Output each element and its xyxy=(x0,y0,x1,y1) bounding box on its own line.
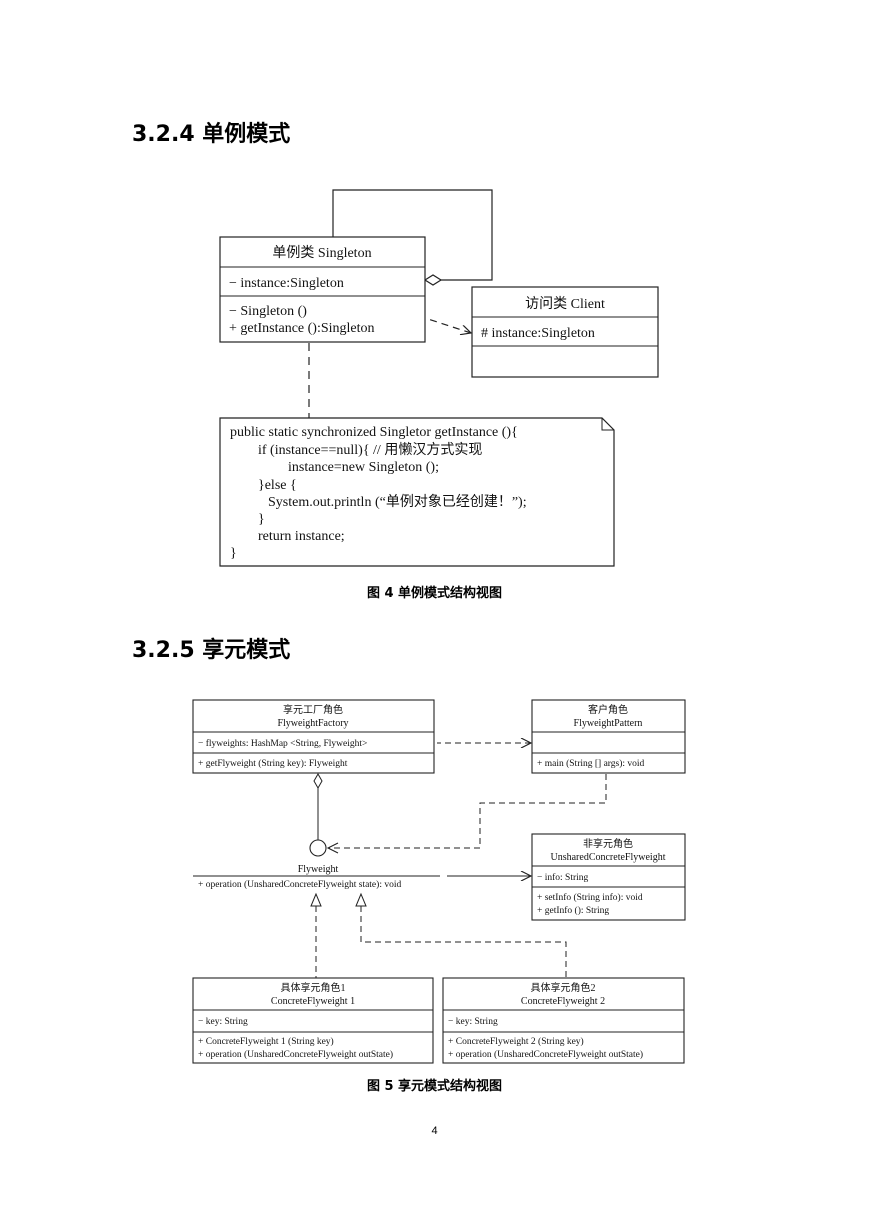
factory-name: FlyweightFactory xyxy=(277,718,348,729)
unshared-class-box: 非享元角色 UnsharedConcreteFlyweight − info: … xyxy=(531,833,686,921)
code-line: }else { xyxy=(258,478,297,493)
aggregation-diamond xyxy=(313,772,323,790)
code-line: System.out.println (“单例对象已经创建！”); xyxy=(268,494,527,510)
client-role: 客户角色 xyxy=(588,703,628,716)
concrete2-name: ConcreteFlyweight 2 xyxy=(521,996,605,1007)
flyweight-operation: + operation (UnsharedConcreteFlyweight s… xyxy=(198,879,401,890)
singleton-operation: + getInstance ():Singleton xyxy=(229,321,375,336)
concrete1-attribute: − key: String xyxy=(198,1017,248,1027)
code-line: } xyxy=(258,512,265,527)
figure-caption: 图 5 享元模式结构视图 xyxy=(366,1079,503,1094)
page-number: 4 xyxy=(431,1125,438,1137)
client-attribute: # instance:Singleton xyxy=(481,326,595,341)
factory-class-box: 享元工厂角色 FlyweightFactory − flyweights: Ha… xyxy=(192,699,435,774)
flyweight-diagram: 享元工厂角色 FlyweightFactory − flyweights: Ha… xyxy=(192,699,686,1064)
unshared-operation: + setInfo (String info): void xyxy=(537,892,643,903)
unshared-name: UnsharedConcreteFlyweight xyxy=(551,852,666,863)
singleton-diagram: 单例类 Singleton − instance:Singleton − Sin… xyxy=(219,189,659,567)
client-class-name: 访问类 Client xyxy=(525,296,605,312)
concrete2-role: 具体享元角色2 xyxy=(531,981,596,994)
singleton-operation: − Singleton () xyxy=(229,304,307,319)
code-line: return instance; xyxy=(258,529,345,544)
figure-caption: 图 4 单例模式结构视图 xyxy=(366,586,503,601)
client-class-box: 访问类 Client # instance:Singleton xyxy=(471,286,659,378)
dependency-path xyxy=(329,774,607,849)
code-line: instance=new Singleton (); xyxy=(288,460,439,475)
client-operation: + main (String [] args): void xyxy=(537,758,645,769)
section-heading-flyweight: 3.2.5 享元模式 xyxy=(132,638,291,663)
dependency-arrowhead xyxy=(326,842,339,854)
aggregation-diamond xyxy=(423,274,443,286)
unshared-operation: + getInfo (): String xyxy=(537,905,609,916)
client-name: FlyweightPattern xyxy=(574,718,643,729)
self-association-line xyxy=(332,189,493,281)
flyweight-name: Flyweight xyxy=(298,864,339,875)
code-line: } xyxy=(230,546,237,561)
singleton-class-name: 单例类 Singleton xyxy=(272,245,371,261)
flyweight-client-class-box: 客户角色 FlyweightPattern + main (String [] … xyxy=(531,699,686,774)
section-heading-singleton: 3.2.4 单例模式 xyxy=(132,122,291,147)
singleton-attribute: − instance:Singleton xyxy=(229,276,344,291)
concrete2-operation: + operation (UnsharedConcreteFlyweight o… xyxy=(448,1049,643,1060)
concrete1-class-box: 具体享元角色1 ConcreteFlyweight 1 − key: Strin… xyxy=(192,977,434,1064)
code-line: public static synchronized Singletor get… xyxy=(230,425,518,440)
concrete1-role: 具体享元角色1 xyxy=(281,981,346,994)
unshared-role: 非享元角色 xyxy=(583,837,633,850)
interface-lollipop xyxy=(309,839,327,857)
concrete2-operation: + ConcreteFlyweight 2 (String key) xyxy=(448,1036,584,1047)
code-note: public static synchronized Singletor get… xyxy=(219,417,615,567)
realization-triangle xyxy=(310,892,322,907)
unshared-attribute: − info: String xyxy=(537,872,589,883)
dependency-arrow xyxy=(427,318,471,333)
code-line: if (instance==null){ // 用懒汉方式实现 xyxy=(258,442,482,458)
factory-attribute: − flyweights: HashMap <String, Flyweight… xyxy=(198,738,367,749)
concrete1-operation: + operation (UnsharedConcreteFlyweight o… xyxy=(198,1049,393,1060)
factory-operation: + getFlyweight (String key): Flyweight xyxy=(198,758,348,769)
concrete2-attribute: − key: String xyxy=(448,1017,498,1027)
concrete1-name: ConcreteFlyweight 1 xyxy=(271,996,355,1007)
factory-role: 享元工厂角色 xyxy=(283,703,343,716)
singleton-class-box: 单例类 Singleton − instance:Singleton − Sin… xyxy=(219,236,426,343)
realization-triangle xyxy=(355,892,367,907)
concrete1-operation: + ConcreteFlyweight 1 (String key) xyxy=(198,1036,334,1047)
concrete2-class-box: 具体享元角色2 ConcreteFlyweight 2 − key: Strin… xyxy=(442,977,685,1064)
